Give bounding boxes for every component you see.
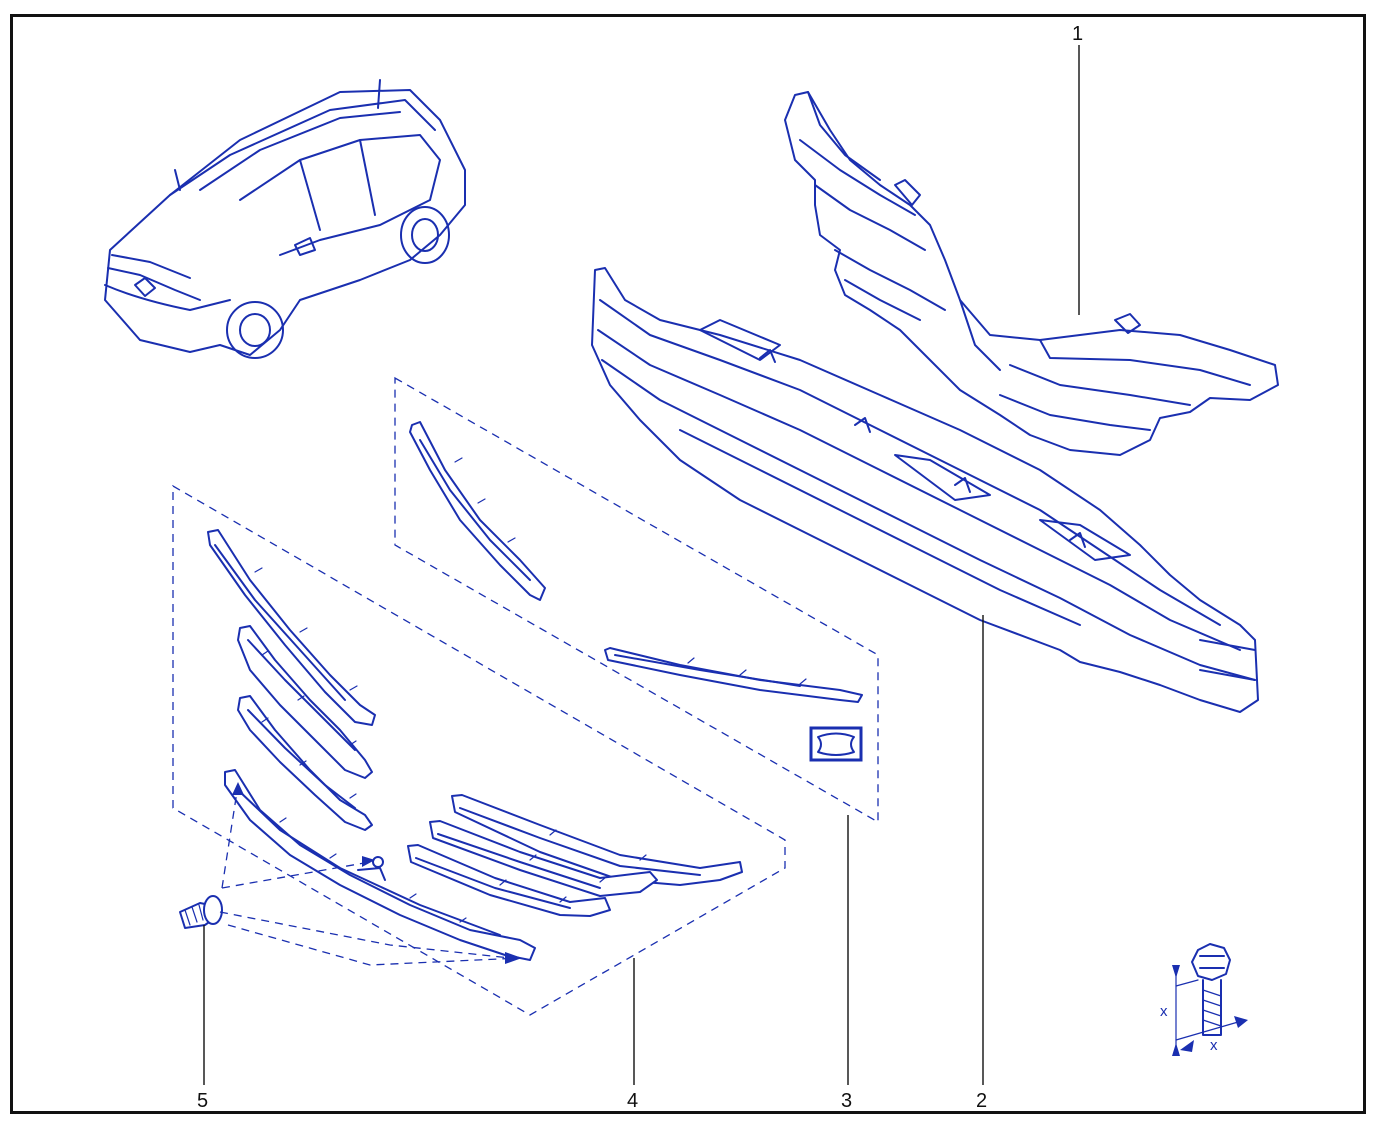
- part-3-group-boundary: [394, 376, 879, 824]
- part-4-grille-bars: [207, 529, 743, 961]
- callout-5: 5: [197, 1090, 209, 1112]
- callout-3: 3: [841, 1090, 853, 1112]
- callout-4: 4: [627, 1090, 639, 1112]
- vehicle-locator-illustration: [104, 79, 466, 359]
- callout-leader-lines: [203, 45, 1080, 1085]
- dimension-label-horizontal: x: [1210, 1037, 1218, 1054]
- part-4-group-boundary: [172, 484, 786, 1016]
- callout-2: 2: [976, 1090, 988, 1112]
- bolt-dimension-symbol: [1172, 943, 1248, 1056]
- part-5-fastener-clip: [179, 782, 522, 966]
- part-1-upper-grille: [784, 91, 1279, 456]
- diagram-frame: [10, 14, 1366, 1114]
- dimension-label-vertical: x: [1160, 1003, 1168, 1020]
- callout-1: 1: [1072, 23, 1084, 45]
- part-2-bumper-beam: [591, 267, 1259, 713]
- part-3-trim-strips: [409, 421, 863, 762]
